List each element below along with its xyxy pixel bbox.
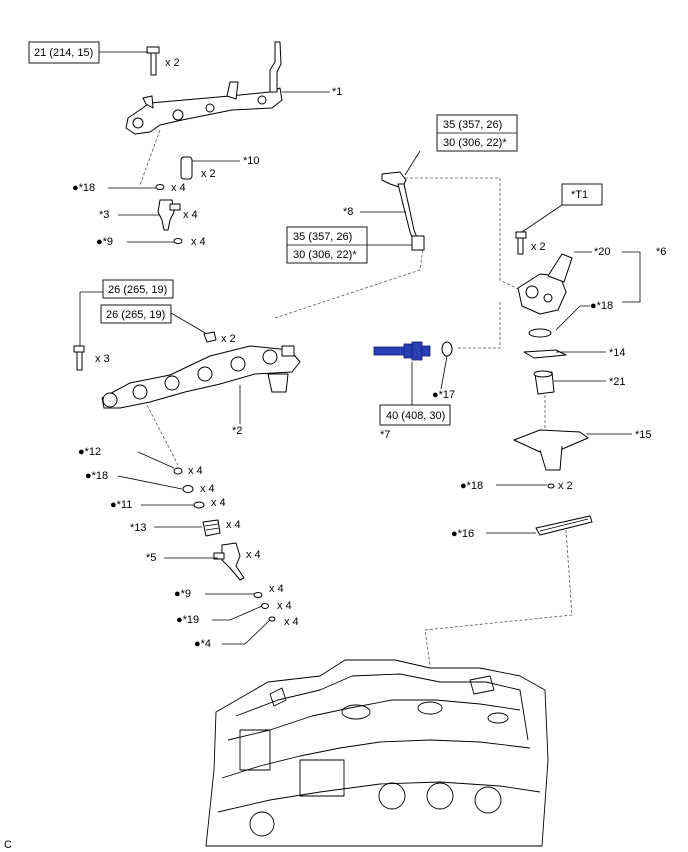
svg-text:*2: *2 (232, 425, 242, 437)
back-up-ring-11 (193, 501, 205, 509)
svg-text:x 2: x 2 (165, 57, 180, 69)
svg-text:●*11: ●*11 (110, 499, 132, 511)
fuel-pump-assembly (517, 253, 573, 315)
svg-text:x 4: x 4 (246, 549, 261, 561)
svg-text:*3: *3 (99, 209, 109, 221)
svg-text:40 (408, 30): 40 (408, 30) (386, 410, 445, 422)
svg-text:26 (265, 19): 26 (265, 19) (106, 309, 165, 321)
engine-block (205, 659, 549, 847)
delivery-pipe-nut (203, 331, 217, 343)
svg-text:x 2: x 2 (531, 241, 546, 253)
svg-text:●*19: ●*19 (176, 614, 199, 626)
small-ring-18 (547, 483, 555, 489)
svg-text:26 (265, 19): 26 (265, 19) (108, 284, 167, 296)
svg-text:21 (214, 15): 21 (214, 15) (34, 47, 93, 59)
quantity-labels: x 2 x 2 x 4 x 4 x 4 x 3 x 2 x 2 x 4 x 4 … (95, 57, 573, 628)
svg-text:x 3: x 3 (95, 353, 110, 365)
svg-text:●*18: ●*18 (72, 182, 95, 194)
gasket-16 (535, 515, 593, 536)
figure-corner-code: C (4, 839, 12, 851)
svg-text:*T1: *T1 (571, 189, 588, 201)
gasket-4 (268, 616, 276, 622)
o-ring-9-upper (173, 238, 183, 244)
svg-text:●*18: ●*18 (460, 480, 483, 492)
svg-text:*1: *1 (332, 86, 342, 98)
svg-text:*14: *14 (609, 347, 626, 359)
svg-text:●*17: ●*17 (432, 389, 455, 401)
svg-text:*8: *8 (343, 206, 353, 218)
torque-spec-box-1: 21 (214, 15) (28, 41, 100, 64)
gasket-14 (523, 349, 567, 359)
lifter-21 (533, 370, 555, 395)
lower-fuel-injector (213, 542, 245, 581)
torque-spec-box-6: 40 (408, 30) (379, 404, 451, 426)
pump-bolt (515, 231, 527, 255)
o-ring-18-lower (182, 485, 194, 493)
svg-text:*7: *7 (380, 429, 390, 441)
o-ring-17 (441, 341, 453, 357)
svg-text:●*16: ●*16 (451, 528, 474, 540)
svg-text:*6: *6 (656, 246, 666, 258)
lower-pipe-bolt (73, 345, 85, 371)
special-tool-box: *T1 (561, 183, 603, 206)
svg-text:●*18: ●*18 (85, 470, 108, 482)
svg-text:x 4: x 4 (284, 616, 299, 628)
o-ring-12 (173, 467, 183, 475)
torque-spec-box-2: 35 (357, 26) 30 (306, 22)* (436, 114, 518, 152)
svg-text:*13: *13 (130, 522, 147, 534)
svg-text:*10: *10 (243, 155, 260, 167)
svg-text:x 4: x 4 (226, 519, 241, 531)
part-labels: *1 *10 ●*18 *3 ●*9 *8 *2 *7 ●*17 *20 *6 … (72, 86, 666, 650)
o-ring-upper (155, 184, 165, 190)
svg-text:x 2: x 2 (201, 168, 216, 180)
svg-text:*20: *20 (594, 246, 611, 258)
torque-spec-box-4: 26 (265, 19) (102, 279, 174, 299)
svg-text:x 4: x 4 (171, 182, 186, 194)
lower-fuel-delivery-pipe (101, 345, 301, 409)
svg-text:●*9: ●*9 (174, 588, 191, 600)
upper-fuel-delivery-pipe (125, 41, 283, 135)
svg-text:x 4: x 4 (191, 236, 206, 248)
svg-text:35 (357, 26): 35 (357, 26) (293, 231, 352, 243)
svg-text:x 4: x 4 (211, 497, 226, 509)
upper-pipe-bolt (146, 46, 160, 76)
svg-text:x 2: x 2 (558, 480, 573, 492)
pump-housing-15 (513, 429, 589, 471)
svg-text:●*9: ●*9 (96, 236, 113, 248)
svg-text:30 (306, 22)*: 30 (306, 22)* (293, 249, 357, 261)
svg-text:x 4: x 4 (188, 465, 203, 477)
torque-spec-box-3: 35 (357, 26) 30 (306, 22)* (286, 226, 368, 264)
leader-lines (79, 51, 641, 645)
fuel-pipe-8 (381, 171, 425, 251)
svg-text:●*18: ●*18 (590, 300, 613, 312)
union-7 (373, 341, 431, 361)
o-ring-9-lower (253, 592, 263, 598)
pump-o-ring-18 (528, 328, 552, 338)
torque-spec-box-5: 26 (265, 19) (100, 304, 172, 324)
svg-text:x 4: x 4 (200, 483, 215, 495)
svg-text:●*12: ●*12 (78, 446, 101, 458)
svg-text:x 4: x 4 (269, 583, 284, 595)
insulator-13 (202, 519, 221, 537)
assembly-guide-lines (139, 129, 573, 666)
svg-text:*21: *21 (609, 376, 626, 388)
svg-text:*15: *15 (635, 429, 652, 441)
svg-text:x 2: x 2 (221, 333, 236, 345)
svg-text:30 (306, 22)*: 30 (306, 22)* (443, 137, 507, 149)
fuel-pipe-sleeve (180, 156, 193, 180)
svg-text:35 (357, 26): 35 (357, 26) (443, 119, 502, 131)
upper-fuel-injector (157, 199, 181, 231)
svg-text:●*4: ●*4 (194, 638, 211, 650)
svg-text:x 4: x 4 (277, 600, 292, 612)
svg-text:*5: *5 (146, 552, 156, 564)
ring-19 (261, 603, 269, 609)
svg-text:x 4: x 4 (183, 209, 198, 221)
